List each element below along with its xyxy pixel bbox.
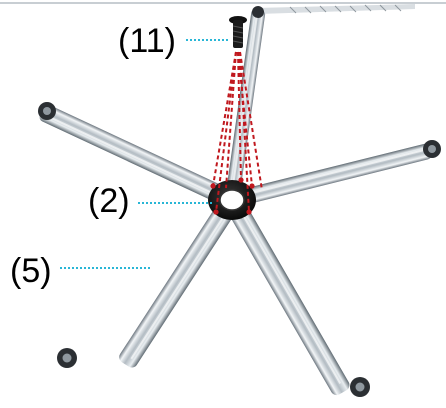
end-cap-right	[423, 140, 441, 158]
screw-guide-lines	[212, 51, 263, 213]
part-label-11: (11)	[118, 22, 176, 60]
top-edge-strip	[0, 2, 446, 14]
end-cap-front-right	[350, 377, 370, 397]
leg-back	[225, 9, 266, 201]
leg-left	[39, 104, 235, 207]
leg-front-left	[119, 196, 239, 368]
leader-lines	[60, 39, 230, 269]
end-cap-front-left	[57, 348, 77, 368]
base-legs	[39, 9, 432, 396]
leg-end-caps	[38, 6, 441, 397]
part-label-5: (5)	[10, 252, 52, 290]
part-label-2: (2)	[88, 182, 130, 220]
screw-icon	[229, 16, 247, 48]
end-cap-back	[252, 6, 264, 18]
leg-front-right	[225, 197, 350, 396]
leg-right	[231, 143, 432, 207]
end-cap-left	[38, 102, 56, 120]
